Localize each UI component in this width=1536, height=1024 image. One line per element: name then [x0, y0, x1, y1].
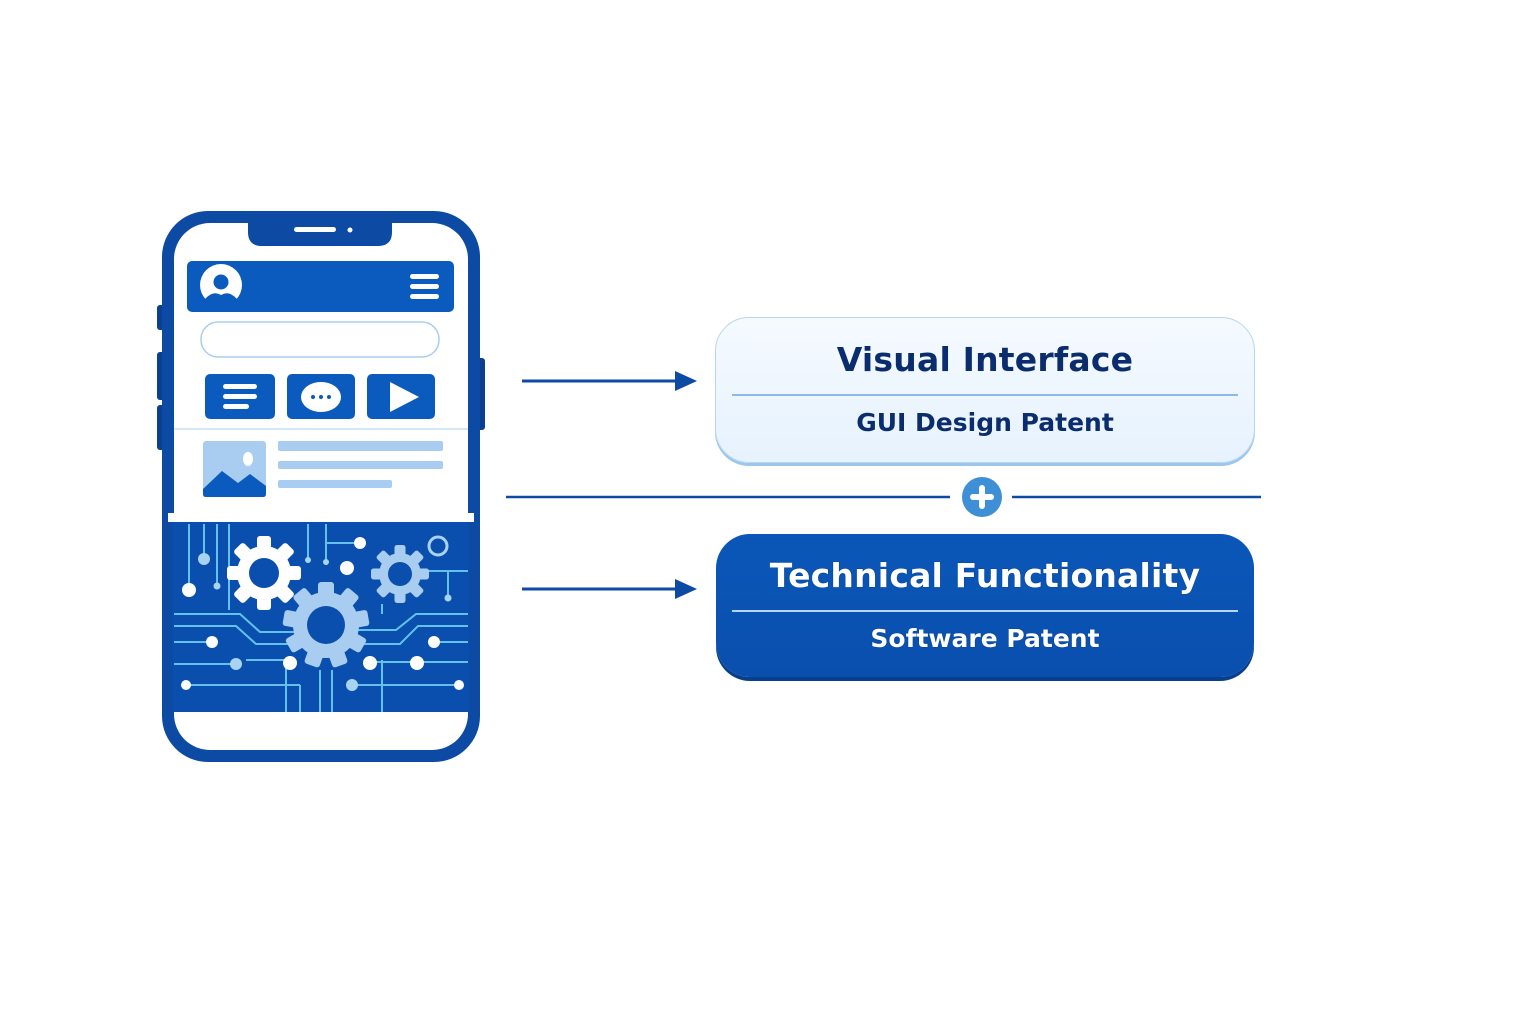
content-text-line-1 [278, 441, 443, 451]
chat-bubble-icon [301, 382, 341, 412]
play-button[interactable] [367, 374, 435, 419]
content-text-line-3 [278, 480, 392, 488]
combine-connector [506, 477, 1261, 517]
hamburger-menu-icon[interactable] [410, 274, 439, 299]
card-divider [732, 394, 1238, 396]
list-button[interactable] [205, 374, 275, 419]
arrow-head-icon [675, 371, 697, 391]
arrow-to-technical-functionality [522, 579, 697, 599]
gui-design-patent-label: GUI Design Patent [716, 408, 1254, 437]
phone-notch [248, 222, 392, 246]
arrow-head-icon [675, 579, 697, 599]
search-input[interactable] [201, 322, 439, 357]
arrow-to-visual-interface [522, 371, 697, 391]
gears-circuit-icon [173, 522, 469, 712]
phone-split-band [168, 513, 474, 522]
phone-speaker [294, 227, 336, 232]
visual-interface-card: Visual Interface GUI Design Patent [715, 317, 1255, 463]
technical-functionality-title: Technical Functionality [716, 556, 1254, 595]
software-patent-label: Software Patent [716, 624, 1254, 653]
technical-functionality-card: Technical Functionality Software Patent [716, 534, 1254, 677]
phone-camera [348, 228, 353, 233]
user-avatar-icon[interactable] [200, 264, 242, 306]
visual-interface-title: Visual Interface [716, 340, 1254, 379]
phone-illustration [157, 211, 485, 762]
plus-icon [962, 477, 1002, 517]
card-divider [732, 610, 1238, 612]
image-placeholder-icon [203, 441, 266, 497]
content-text-line-2 [278, 461, 443, 469]
chat-button[interactable] [287, 374, 355, 419]
